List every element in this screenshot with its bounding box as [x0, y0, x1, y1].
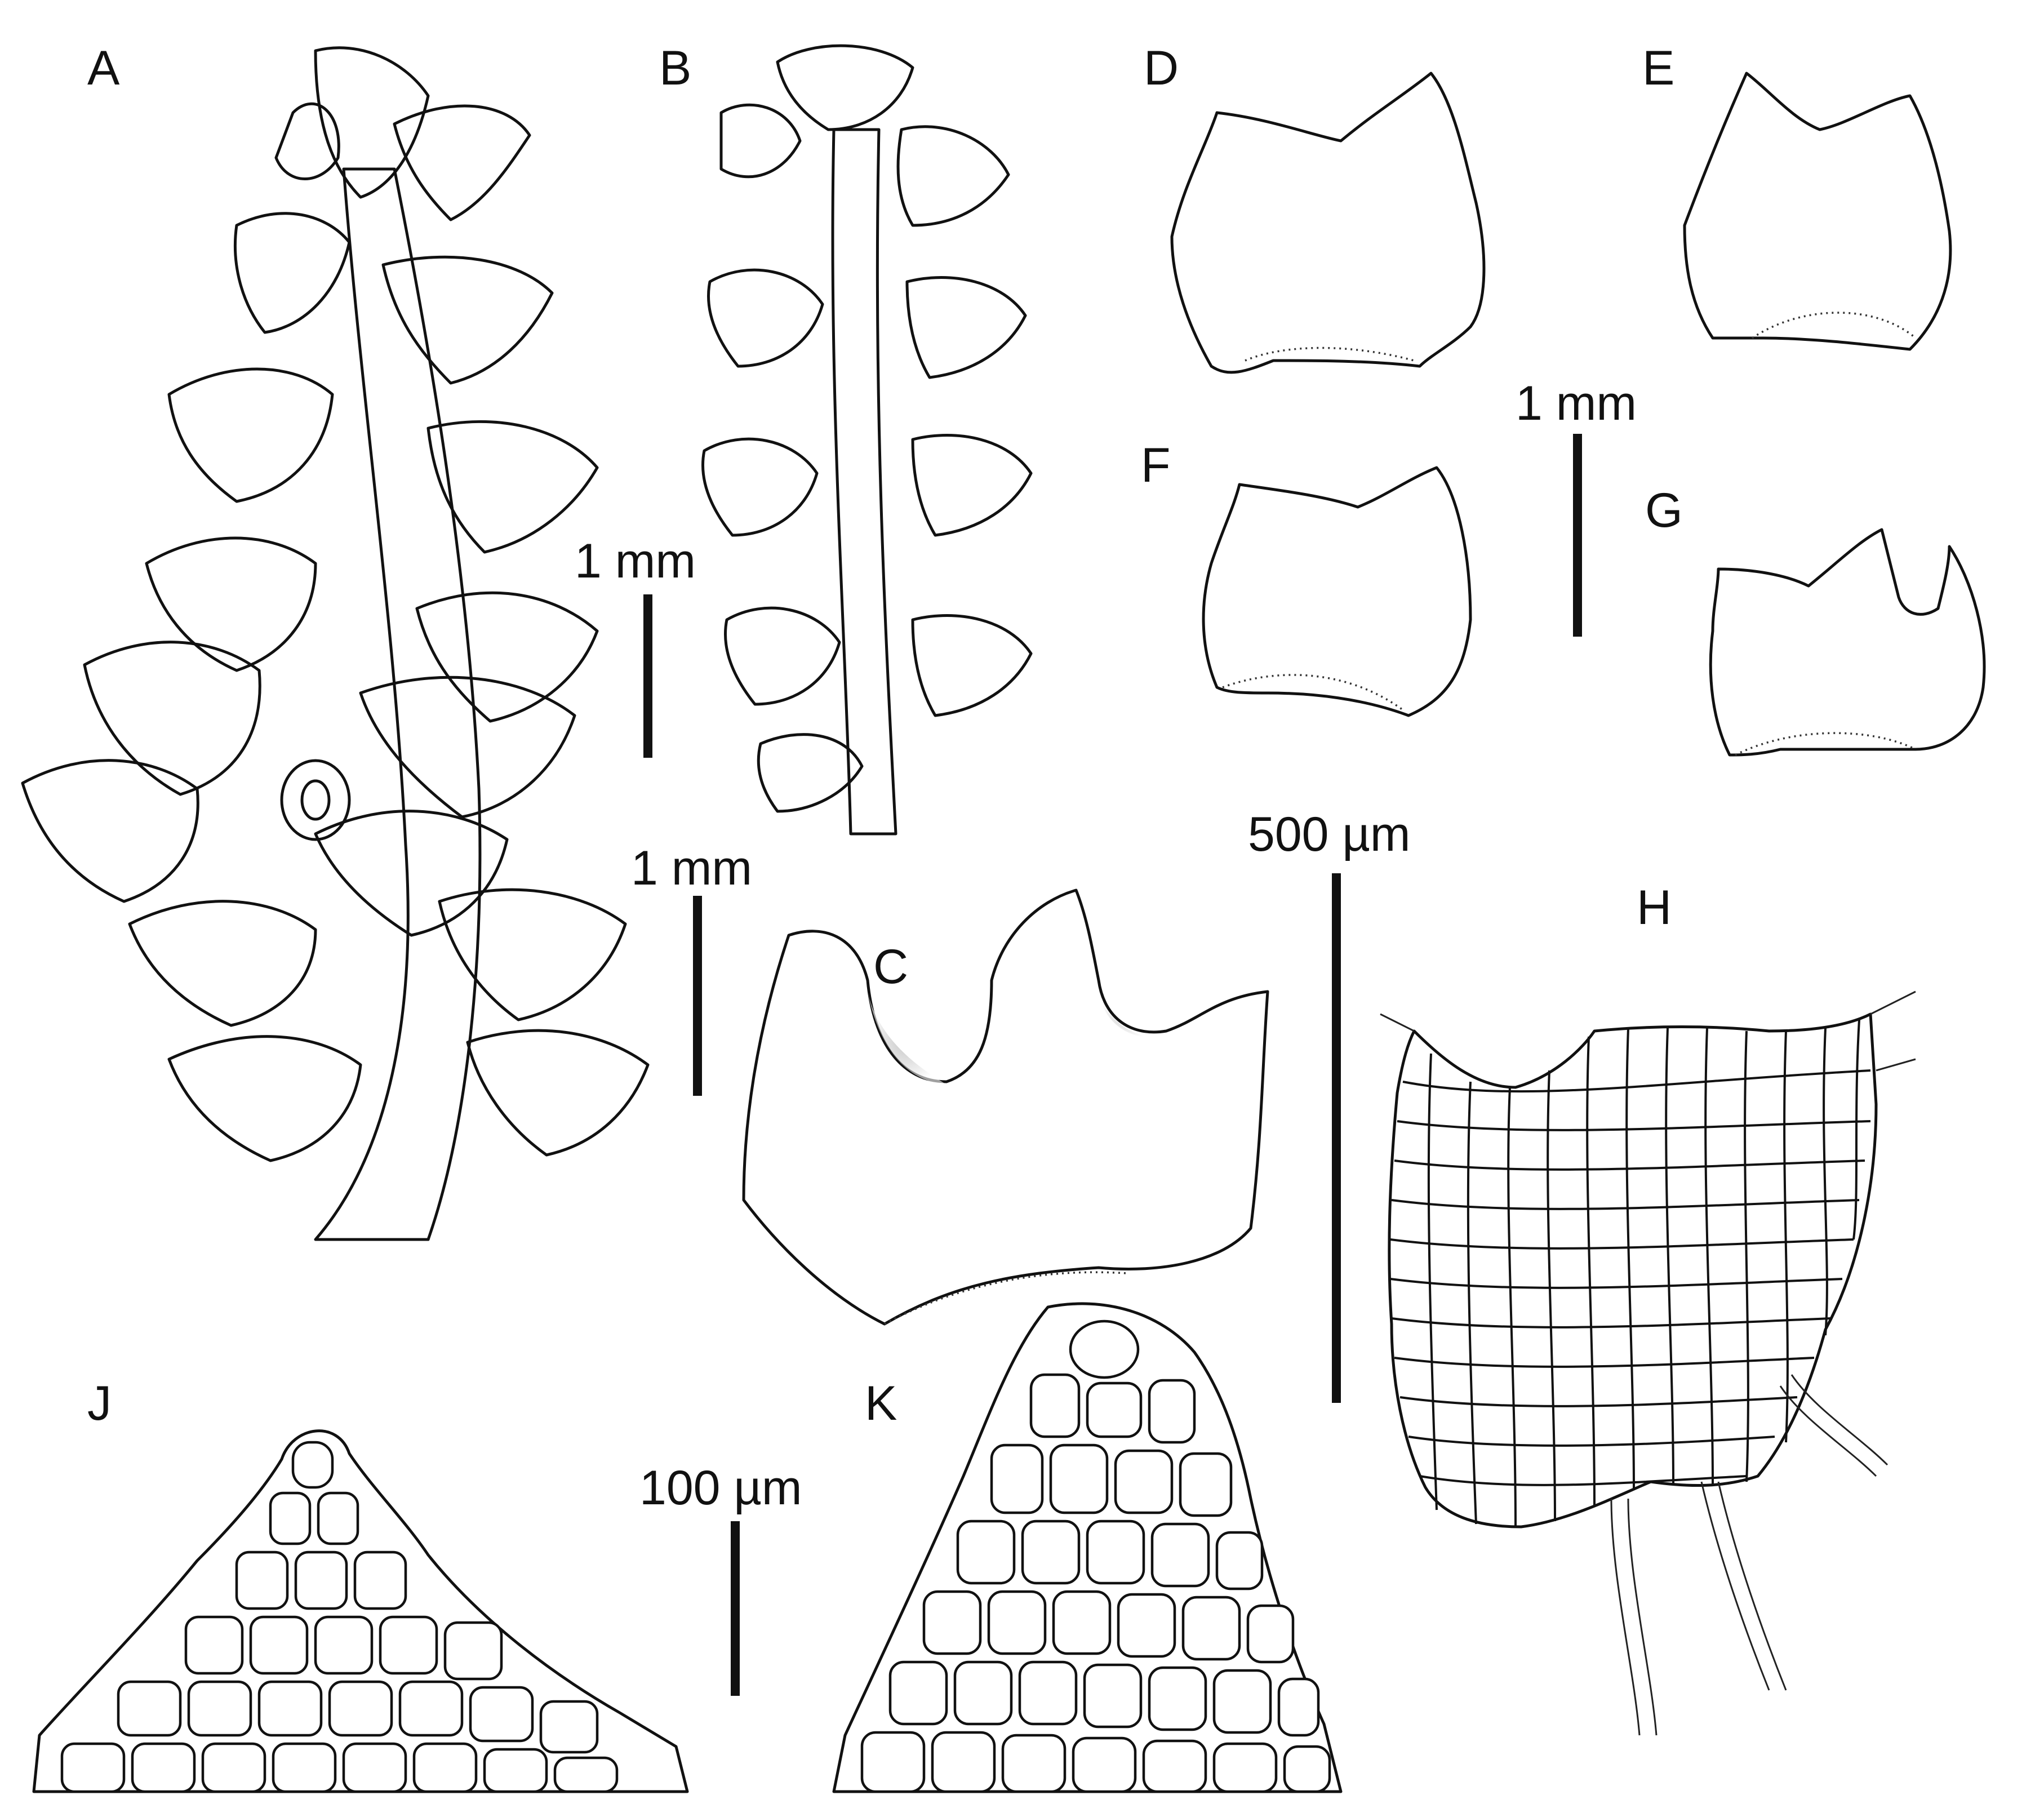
scale-label-h: 500 µm [1248, 807, 1411, 861]
panel-label-a: A [87, 41, 120, 95]
panel-label-e: E [1642, 41, 1674, 95]
h-cell-network [1390, 1019, 1871, 1527]
figure-c-leaf [742, 888, 1269, 1326]
figure-e-leaf [1683, 72, 1952, 351]
figure-b-shoot [701, 44, 1033, 836]
panel-labels: A B C D E F G H J K [87, 41, 1683, 1430]
panel-label-g: G [1645, 483, 1683, 537]
figure-j-leaf-apex [32, 1429, 689, 1793]
k-cells [860, 1319, 1331, 1793]
panel-label-j: J [87, 1376, 112, 1430]
scale-bar-ab: 1 mm [575, 534, 696, 758]
j-cells [60, 1441, 619, 1793]
figure-a-shoot [21, 46, 650, 1241]
scale-bar-dg: 1 mm [1516, 376, 1637, 637]
scale-bar-h: 500 µm [1248, 807, 1411, 1403]
panel-label-d: D [1144, 41, 1179, 95]
scale-bar-jk: 100 µm [639, 1461, 802, 1696]
figure-d-leaf [1170, 72, 1486, 374]
panel-label-h: H [1637, 881, 1672, 935]
panel-label-c: C [873, 940, 908, 994]
panel-label-f: F [1141, 438, 1171, 492]
figure-h-underleaf [1380, 990, 1916, 1736]
scale-bar-c: 1 mm [631, 841, 752, 1096]
scale-label-dg: 1 mm [1516, 376, 1637, 430]
scale-label-c: 1 mm [631, 841, 752, 895]
figure-f-leaf [1202, 466, 1472, 717]
scale-label-jk: 100 µm [639, 1461, 802, 1515]
panel-label-b: B [659, 41, 691, 95]
scale-label-ab: 1 mm [575, 534, 696, 588]
figure-g-leaf [1709, 528, 1986, 757]
figure-k-leaf-apex [832, 1302, 1343, 1793]
panel-label-k: K [865, 1376, 897, 1430]
